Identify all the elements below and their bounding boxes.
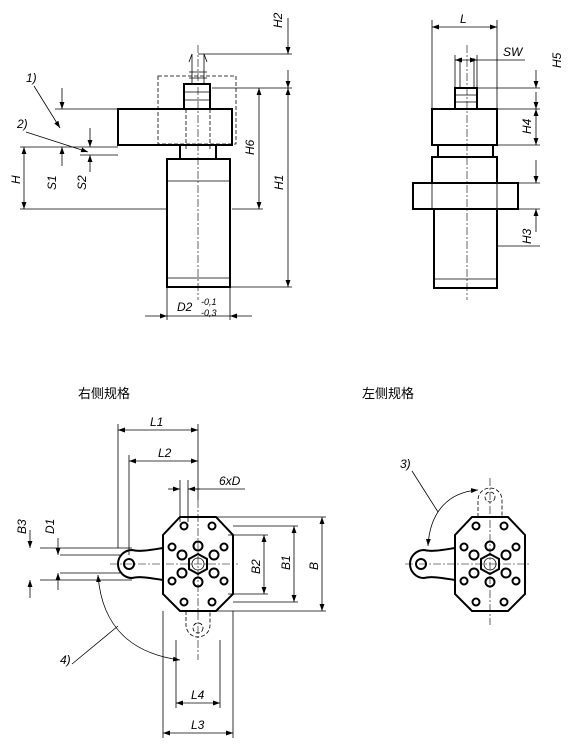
front-view-flange <box>412 182 519 210</box>
front-view-head <box>431 108 498 146</box>
swing-arc-right <box>96 574 181 662</box>
arm-left-hole <box>123 558 135 570</box>
mount-hole-3 <box>167 542 177 552</box>
caption-left-variant: 左侧规格 <box>362 386 414 402</box>
dim-D2-tol-upper: -0,1 <box>201 297 217 307</box>
dim-S2-label: S2 <box>75 175 89 190</box>
callout-3-leader <box>411 470 439 513</box>
dim-H-label: H <box>9 175 23 184</box>
callout-1-label: 1) <box>26 71 37 85</box>
top-view-left-arm-up-hidden <box>477 487 503 517</box>
side-view-cylinder-body <box>166 158 231 288</box>
side-view-hex-nut <box>183 83 211 110</box>
central-nut <box>188 552 208 576</box>
front-view: L SW H5 H4 H3 <box>412 12 564 300</box>
callout-3-label: 3) <box>400 457 411 471</box>
dim-D2-label: D2 <box>177 300 193 314</box>
top-view-left-arm <box>409 547 456 581</box>
dim-SW-label: SW <box>503 45 524 59</box>
swing-arc-left <box>425 488 479 547</box>
dim-H2-label: H2 <box>271 12 285 28</box>
dim-H3-label: H3 <box>520 228 534 244</box>
callout-4-label: 4) <box>60 653 71 667</box>
dim-D2-tol-lower: -0,3 <box>201 308 217 318</box>
dim-L-label: L <box>460 12 467 26</box>
front-view-upper-body <box>431 156 498 184</box>
top-view-left: 3) <box>400 457 530 625</box>
front-view-nut <box>454 87 478 110</box>
mount-hole-8 <box>207 597 217 607</box>
top-view-left-flange <box>454 516 526 612</box>
top-view-right: L1 L2 6xD B B1 B2 B3 D1 <box>15 415 326 738</box>
dim-H1-label: H1 <box>272 175 286 190</box>
mount-hole-5 <box>167 576 177 586</box>
mount-hole-6 <box>219 576 229 586</box>
dim-H5-label: H5 <box>550 52 564 68</box>
dim-B3-label: B3 <box>15 519 29 534</box>
dim-L3-label: L3 <box>191 718 205 732</box>
side-view-clamp-arm <box>117 108 233 146</box>
front-view-neck <box>437 144 494 158</box>
side-view: H2 H1 H6 H S1 S2 1) 2) D2 -0,1 -0,3 <box>9 12 292 320</box>
dim-L2-label: L2 <box>158 446 172 460</box>
callout-2-label: 2) <box>16 117 28 131</box>
dim-H4-label: H4 <box>520 118 534 134</box>
caption-right-variant: 右侧规格 <box>78 386 130 402</box>
dim-6xD-label: 6xD <box>219 474 241 488</box>
dim-B2-label: B2 <box>249 559 263 574</box>
callout-1-leader <box>33 85 61 129</box>
dim-S1-label: S1 <box>45 175 59 190</box>
top-view-right-arm-down-hidden <box>185 611 211 638</box>
dim-L4-label: L4 <box>191 688 205 702</box>
dim-B1-label: B1 <box>279 555 293 570</box>
callout-4-leader <box>71 625 119 665</box>
dim-D1-label: D1 <box>43 519 57 534</box>
front-view-lower-body <box>433 208 498 289</box>
mount-hole-4 <box>219 542 229 552</box>
dim-B-label: B <box>307 562 321 570</box>
dim-H6-label: H6 <box>243 139 257 155</box>
mount-hole-7 <box>179 597 189 607</box>
callout-2-leader <box>25 131 89 153</box>
dim-L1-label: L1 <box>150 415 163 429</box>
mount-hole-2 <box>207 521 217 531</box>
mount-hole-1 <box>179 521 189 531</box>
